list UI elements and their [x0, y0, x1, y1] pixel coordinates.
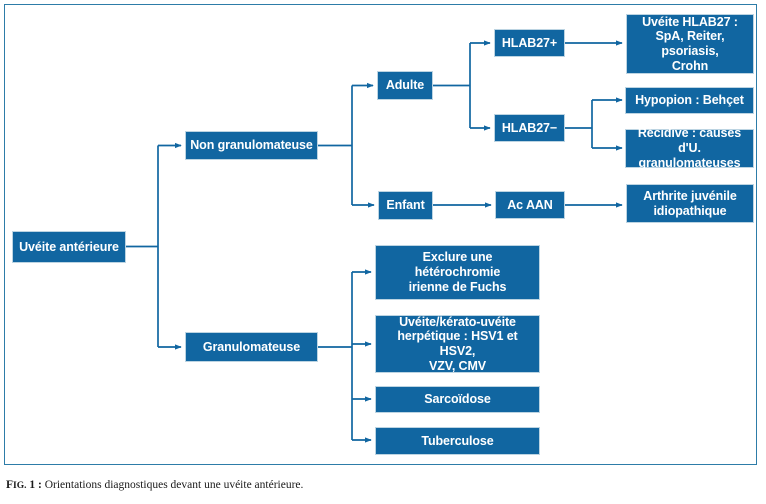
node-label-line-1: Exclure une hétérochromie: [414, 250, 501, 280]
node-uveite-anterieure[interactable]: Uvéite antérieure: [12, 231, 126, 263]
node-label-line-3: VZV, CMV: [428, 358, 487, 373]
node-label-line-1: Arthrite juvénile: [643, 188, 737, 203]
node-label: Sarcoïdose: [424, 392, 491, 407]
node-label: Granulomateuse: [202, 339, 301, 354]
node-granulomateuse[interactable]: Granulomateuse: [185, 332, 318, 362]
node-adulte[interactable]: Adulte: [377, 71, 433, 100]
node-label-line-2: herpétique : HSV1 et HSV2,: [397, 329, 518, 358]
figure-caption-label: FIG. 1 :: [6, 479, 42, 491]
node-label: Tuberculose: [421, 433, 494, 448]
node-label-line-1: Uvéite HLAB27 :: [642, 14, 738, 29]
figure-caption-label-smallcaps: IG.: [13, 481, 27, 491]
node-label-line-2: SpA, Reiter, psoriasis,: [655, 29, 725, 58]
node-non-granulomateuse[interactable]: Non granulomateuse: [185, 131, 318, 160]
figure-caption-text: Orientations diagnostiques devant une uv…: [41, 479, 304, 491]
node-label: Enfant: [386, 198, 425, 213]
node-hypopion-behcet[interactable]: Hypopion : Behçet: [625, 87, 754, 114]
flowchart-canvas: Uvéite antérieure Non granulomateuse Gra…: [12, 14, 754, 455]
node-label-line-1: Uvéite/kérato-uvéite: [399, 314, 516, 329]
node-herpetique[interactable]: Uvéite/kérato-uvéite herpétique : HSV1 e…: [375, 315, 540, 373]
node-ac-aan[interactable]: Ac AAN: [495, 191, 565, 219]
figure-caption-label-number: 1 :: [26, 479, 42, 491]
node-label-line-2: irienne de Fuchs: [408, 279, 507, 294]
figure-caption: FIG. 1 : Orientations diagnostiques deva…: [6, 478, 760, 493]
node-label: Uvéite antérieure: [19, 239, 119, 254]
node-recidive[interactable]: Récidive : causes d'U. granulomateuses: [625, 126, 754, 170]
node-label: HLAB27+: [501, 35, 558, 50]
node-fuchs[interactable]: Exclure une hétérochromie irienne de Fuc…: [375, 245, 540, 300]
node-enfant[interactable]: Enfant: [378, 191, 433, 220]
node-label: Ac AAN: [507, 197, 553, 212]
figure-caption-label-prefix: F: [6, 479, 14, 491]
node-arthrite-juvenile[interactable]: Arthrite juvénile idiopathique: [626, 184, 754, 223]
node-label-line-1: Récidive : causes: [637, 126, 742, 141]
node-tuberculose[interactable]: Tuberculose: [375, 427, 540, 455]
node-label-line-2: idiopathique: [653, 203, 727, 218]
node-label-line-3: Crohn: [671, 58, 709, 73]
node-label: Non granulomateuse: [190, 138, 313, 153]
node-label-line-2: d'U. granulomateuses: [638, 141, 741, 170]
node-label: Adulte: [385, 78, 425, 93]
node-hlab27-negative[interactable]: HLAB27−: [494, 114, 565, 142]
node-uveite-hlab27[interactable]: Uvéite HLAB27 : SpA, Reiter, psoriasis, …: [626, 14, 754, 74]
node-label: HLAB27−: [501, 120, 558, 135]
node-hlab27-positive[interactable]: HLAB27+: [494, 29, 565, 57]
node-sarcoidose[interactable]: Sarcoïdose: [375, 386, 540, 413]
node-label: Hypopion : Behçet: [635, 93, 744, 108]
